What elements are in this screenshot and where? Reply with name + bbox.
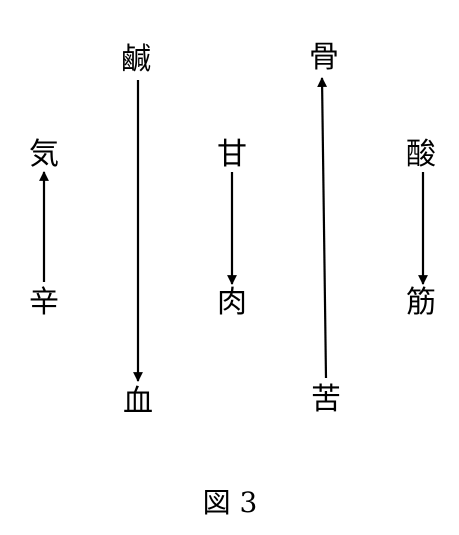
- node-kin: 筋: [406, 285, 436, 320]
- node-shin: 辛: [29, 285, 59, 320]
- node-niku: 肉: [217, 285, 247, 320]
- node-kan-sweet: 甘: [217, 137, 247, 172]
- node-ku: 苦: [311, 382, 341, 417]
- arrow-ku-to-kotsu: [317, 77, 328, 379]
- node-kotsu: 骨: [309, 40, 339, 75]
- node-kan-salty: 鹹: [121, 42, 151, 77]
- figure-caption: 図 3: [202, 486, 258, 519]
- node-ketsu: 血: [123, 384, 153, 419]
- node-ki: 気: [29, 137, 59, 172]
- node-san: 酸: [406, 137, 436, 172]
